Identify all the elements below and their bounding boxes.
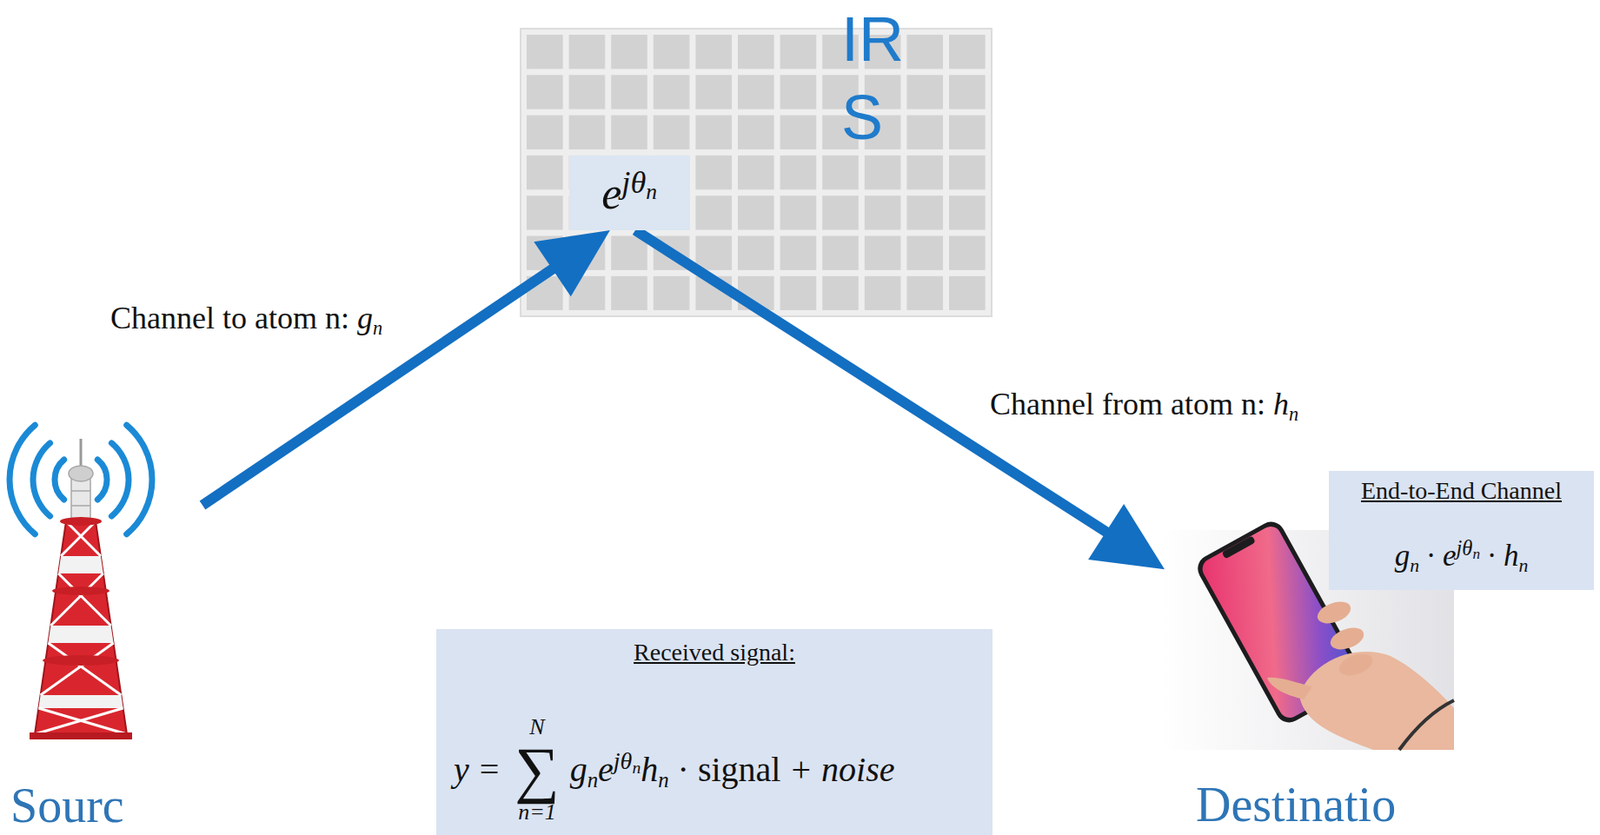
formula-line: ejθn <box>601 164 658 222</box>
text-line: Destinatio <box>1195 780 1396 830</box>
formula-symbol: n <box>587 768 598 792</box>
formula-symbol: n=1 <box>517 801 557 824</box>
sum-column: N∑n=1 <box>514 716 559 824</box>
connector-line <box>202 263 561 505</box>
formula-symbol: e <box>1442 538 1457 573</box>
formula-symbol: N <box>529 716 545 739</box>
formula-symbol: + <box>790 750 811 790</box>
arrow-head <box>1088 504 1165 570</box>
irs-title: IR S <box>841 4 904 153</box>
formula-symbol: h <box>1503 538 1520 573</box>
formula-symbol: y <box>453 749 470 791</box>
node-label: Destinatio <box>1195 777 1396 832</box>
formula-symbol: n <box>1519 555 1529 577</box>
box-heading: End-to-End Channel <box>1360 477 1562 505</box>
channel-label: Channel to atom n: <box>110 300 350 336</box>
irs-panel-node: ejθnIR S <box>520 28 992 317</box>
superscript: jθn <box>621 165 658 200</box>
node-label: Sourc <box>10 778 125 833</box>
superscript: jθn <box>1456 536 1481 560</box>
text-line: End-to-End Channel <box>1328 476 1594 506</box>
channel-label: Channel from atom n:hn <box>989 385 1299 426</box>
formula-symbol: n <box>1288 403 1299 425</box>
channel-formula: gn·ejθn·hn <box>1328 535 1594 578</box>
formula-symbol: noise <box>821 750 895 790</box>
formula-symbol: n <box>657 768 669 792</box>
superscript-text: jθ <box>1456 536 1474 560</box>
formula-symbol: · <box>1487 538 1498 573</box>
formula-symbol: = <box>479 749 500 791</box>
formula-symbol: n <box>372 317 383 339</box>
subscript-text: n <box>631 758 641 777</box>
source-node: Sourc <box>4 430 203 826</box>
irs-panel <box>520 28 992 317</box>
formula-symbol: h <box>1273 386 1289 422</box>
irs-title: IR S <box>841 0 904 157</box>
phase-formula: ejθn <box>569 155 691 231</box>
arrow-head <box>533 230 611 297</box>
text-line: Sourc <box>10 781 125 830</box>
channel-label: Channel to atom n:gn <box>110 299 383 340</box>
subscript-text: n <box>1472 545 1481 563</box>
formula-symbol: g <box>357 300 373 336</box>
formula-symbol: e <box>597 750 614 790</box>
formula-symbol: e <box>601 168 622 219</box>
formula-symbol: · <box>1426 538 1437 573</box>
box-heading: Received signal: <box>633 638 796 666</box>
channel-box: End-to-End Channelgn·ejθn·hn <box>1328 471 1594 591</box>
irs-element: ejθn <box>569 155 691 231</box>
channel-label: Channel from atom n: <box>989 386 1266 422</box>
formula-symbol: n <box>1409 555 1420 577</box>
formula-symbol: g <box>570 750 588 790</box>
text-line: Received signal: <box>436 637 993 668</box>
arrow-connector <box>202 230 611 505</box>
signal-box: Received signal:y=N∑n=1gnejθnhn· signal+… <box>436 629 993 835</box>
formula-symbol: · signal <box>677 750 782 790</box>
subscript-text: n <box>645 179 658 205</box>
superscript: jθn <box>613 747 641 775</box>
signal-formula: y=N∑n=1gnejθnhn· signal+noise <box>453 716 895 824</box>
formula-group: gnejθnhn· signal+noise <box>570 746 896 794</box>
superscript-text: jθ <box>613 747 633 775</box>
connector-line <box>635 230 1116 538</box>
sum-symbol: ∑ <box>514 738 559 802</box>
formula-symbol: g <box>1394 538 1411 573</box>
tower-illustration <box>9 424 153 740</box>
superscript-text: jθ <box>621 165 646 200</box>
formula-symbol: h <box>640 750 658 790</box>
